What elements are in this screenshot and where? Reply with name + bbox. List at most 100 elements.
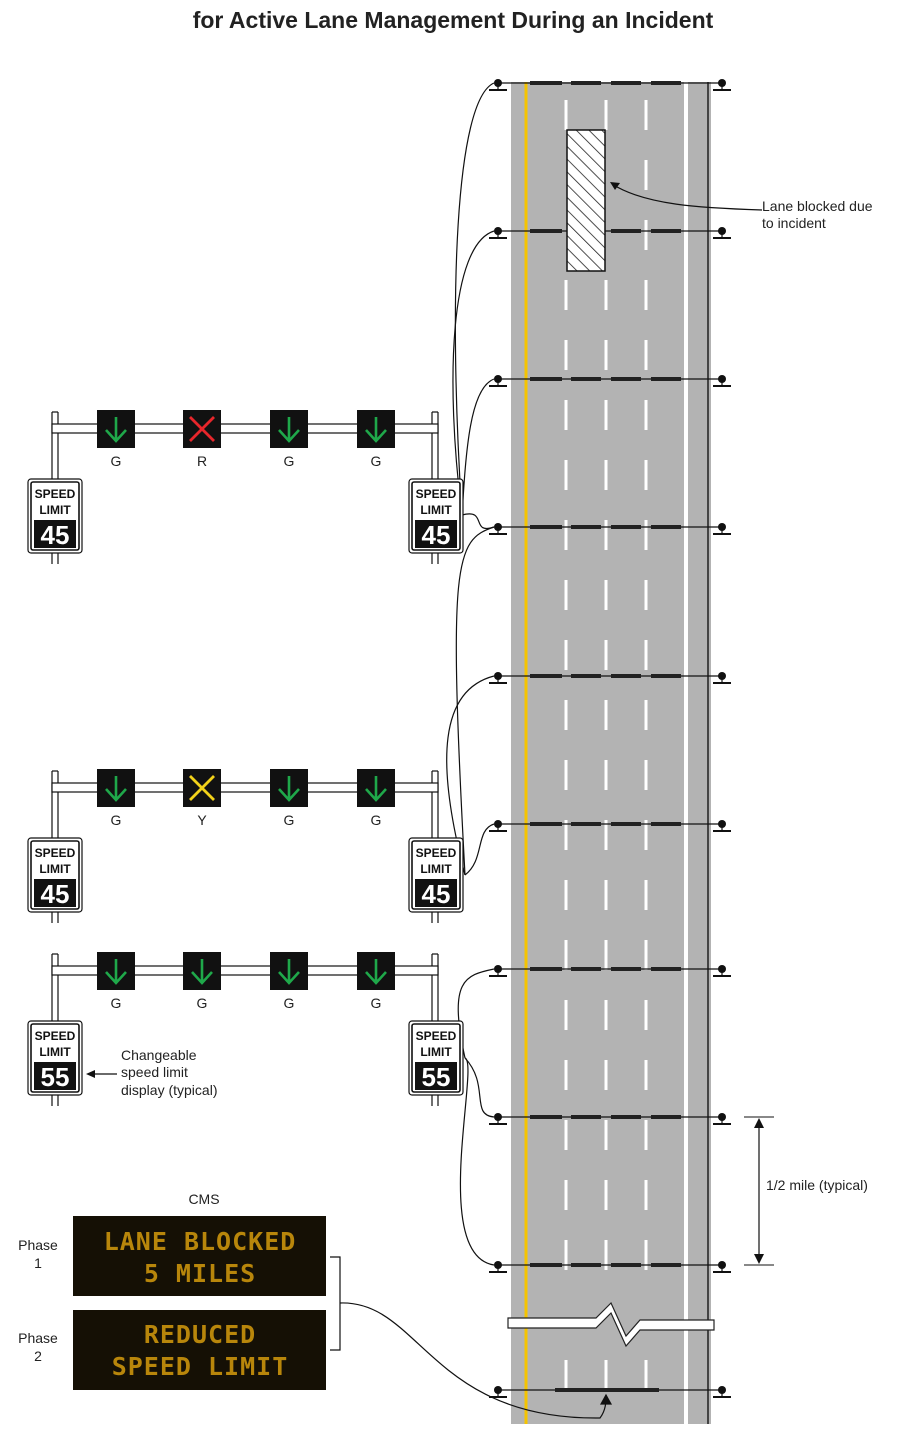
- speed-sign-line2: LIMIT: [39, 862, 71, 876]
- incident-blocked-lane: [566, 129, 606, 272]
- signal-label: G: [111, 453, 122, 469]
- speed-sign-line1: SPEED: [35, 1029, 76, 1043]
- speed-display-annotation: Changeable speed limit display (typical): [86, 1047, 217, 1098]
- loop-detector: [571, 967, 601, 971]
- speed-display-panel: [34, 879, 76, 907]
- green-arrow-icon: [365, 417, 387, 443]
- loop-detector: [530, 674, 562, 678]
- loop-detector: [530, 1263, 562, 1267]
- diagram-title: for Active Lane Management During an Inc…: [193, 7, 714, 33]
- signal-label: G: [284, 453, 295, 469]
- loop-detector: [530, 229, 562, 233]
- loop-detector: [651, 525, 681, 529]
- lane-control-signal: G: [97, 410, 135, 469]
- lane-control-signal: G: [270, 769, 308, 828]
- speed-display-label-line1: Changeable: [121, 1047, 197, 1063]
- incident-label-line1: Lane blocked due: [762, 198, 873, 214]
- signal-label: G: [284, 812, 295, 828]
- lane-control-signal: G: [270, 952, 308, 1011]
- loop-detector: [530, 967, 562, 971]
- gantry-beam: [51, 423, 439, 434]
- lane-control-signal: Y: [183, 769, 221, 828]
- loop-detector: [571, 81, 601, 85]
- speed-value: 45: [422, 879, 451, 909]
- connector-line: [461, 513, 495, 530]
- loop-detector: [611, 229, 641, 233]
- speed-sign-line1: SPEED: [416, 487, 457, 501]
- lane-control-signal: G: [270, 410, 308, 469]
- loop-detector: [571, 1263, 601, 1267]
- green-arrow-icon: [105, 776, 127, 802]
- signal-label: G: [284, 995, 295, 1011]
- loop-detector: [530, 525, 562, 529]
- incident-label-line2: to incident: [762, 215, 826, 231]
- red-x-icon: [189, 416, 215, 442]
- loop-detector: [651, 377, 681, 381]
- lane-control-signal: G: [97, 952, 135, 1011]
- loop-detector: [571, 377, 601, 381]
- speed-sign-line2: LIMIT: [39, 503, 71, 517]
- loop-detector: [571, 1115, 601, 1119]
- phase-1-label-line2: 1: [34, 1255, 42, 1271]
- phase-1-label-line1: Phase: [18, 1237, 58, 1253]
- cms-phase-2-line2: SPEED LIMIT: [112, 1352, 289, 1381]
- detector-station: [489, 965, 731, 977]
- lane-control-signal: R: [183, 410, 221, 469]
- incident-annotation: Lane blocked due to incident: [610, 182, 873, 231]
- speed-sign-line1: SPEED: [35, 487, 76, 501]
- speed-value: 45: [422, 520, 451, 550]
- gantry-beam: [51, 782, 439, 793]
- speed-value: 55: [422, 1062, 451, 1092]
- lane-control-signal: G: [357, 952, 395, 1011]
- loop-detector: [611, 1115, 641, 1119]
- loop-detector: [611, 822, 641, 826]
- connector-line: [464, 823, 495, 876]
- loop-detector: [651, 1115, 681, 1119]
- speed-sign-line2: LIMIT: [420, 862, 452, 876]
- signal-label: G: [371, 812, 382, 828]
- loop-detector: [651, 81, 681, 85]
- detector-station: [489, 1261, 731, 1273]
- connector-line: [461, 378, 495, 516]
- cms-group: CMS Phase 1 LANE BLOCKED 5 MILES Phase 2…: [18, 1191, 341, 1390]
- green-arrow-icon: [365, 959, 387, 985]
- loop-detector: [571, 525, 601, 529]
- cms-bracket: [330, 1256, 341, 1351]
- spacing-dimension: 1/2 mile (typical): [744, 1116, 868, 1266]
- loop-detector: [651, 822, 681, 826]
- loop-detector: [530, 81, 562, 85]
- speed-value: 45: [41, 879, 70, 909]
- detector-station: [489, 1113, 731, 1125]
- loop-detector: [530, 377, 562, 381]
- speed-sign-line1: SPEED: [416, 1029, 457, 1043]
- signal-label: G: [197, 995, 208, 1011]
- signal-label: G: [111, 812, 122, 828]
- phase-2-label-line1: Phase: [18, 1330, 58, 1346]
- lane-control-signal: G: [183, 952, 221, 1011]
- detector-station: [489, 820, 731, 832]
- speed-display-panel: [34, 1062, 76, 1090]
- speed-sign-line2: LIMIT: [39, 1045, 71, 1059]
- speed-display-label-line2: speed limit: [121, 1064, 188, 1080]
- signal-label: G: [371, 453, 382, 469]
- lane-control-signal: G: [357, 769, 395, 828]
- loop-detector: [530, 1115, 562, 1119]
- yellow-x-icon: [189, 775, 215, 801]
- connector-arrowhead: [599, 1393, 613, 1405]
- loop-detector: [611, 674, 641, 678]
- loop-detector: [611, 1263, 641, 1267]
- loop-detector: [611, 967, 641, 971]
- signal-label: R: [197, 453, 207, 469]
- gantry-beam: [51, 965, 439, 976]
- loop-detector: [555, 1388, 659, 1392]
- cms-label: CMS: [188, 1191, 219, 1207]
- detector-station: [489, 79, 731, 91]
- speed-display-panel: [415, 879, 457, 907]
- speed-display-panel: [415, 520, 457, 548]
